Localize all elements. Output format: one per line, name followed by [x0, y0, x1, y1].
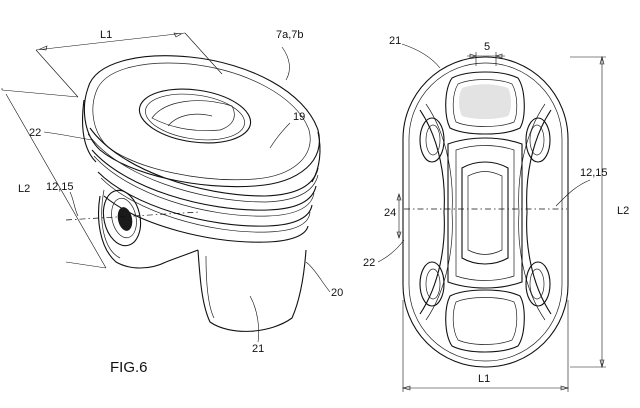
label-5: 5: [484, 41, 490, 53]
label-21-right: 21: [389, 35, 401, 47]
label-19: 19: [293, 111, 305, 123]
label-20: 20: [331, 287, 343, 299]
label-l2-left: L2: [18, 183, 30, 195]
leader-lines-right: [377, 43, 591, 263]
crown-inner-rim: [92, 62, 311, 181]
dimension-l2-right: [570, 55, 606, 369]
label-1215-left: 12,15: [46, 181, 74, 193]
combustion-bowl: [138, 88, 252, 144]
central-bore: [447, 137, 523, 289]
lateral-pockets: [419, 117, 551, 307]
label-l2-right: L2: [617, 205, 629, 217]
label-l1-right: L1: [478, 373, 490, 385]
pin-boss: [98, 189, 167, 269]
crown-outer-rim: [83, 55, 320, 188]
piston-perspective-view: [1, 32, 321, 332]
dimension-l1-right: [401, 300, 570, 392]
label-7a7b: 7a,7b: [276, 29, 304, 41]
piston-skirt: [165, 249, 307, 332]
pin-axis-left: [65, 211, 201, 221]
dimension-l2-left: [1, 88, 107, 269]
figure-caption: FIG.6: [110, 359, 148, 376]
label-24: 24: [384, 207, 396, 219]
pocket-bottom: [445, 289, 525, 353]
label-l1-left: L1: [100, 29, 112, 41]
label-1215-right: 12,15: [580, 167, 608, 179]
dimension-24: [396, 193, 402, 239]
label-22-right: 22: [363, 257, 375, 269]
outline-outer: [402, 56, 569, 368]
dimension-5: [467, 52, 505, 66]
label-22-left: 22: [29, 127, 41, 139]
pocket-top: [445, 71, 525, 135]
dimension-l1-left: [35, 32, 223, 98]
leader-lines-left: [43, 46, 331, 343]
label-21-left: 21: [252, 343, 264, 355]
piston-top-view: [402, 56, 569, 368]
